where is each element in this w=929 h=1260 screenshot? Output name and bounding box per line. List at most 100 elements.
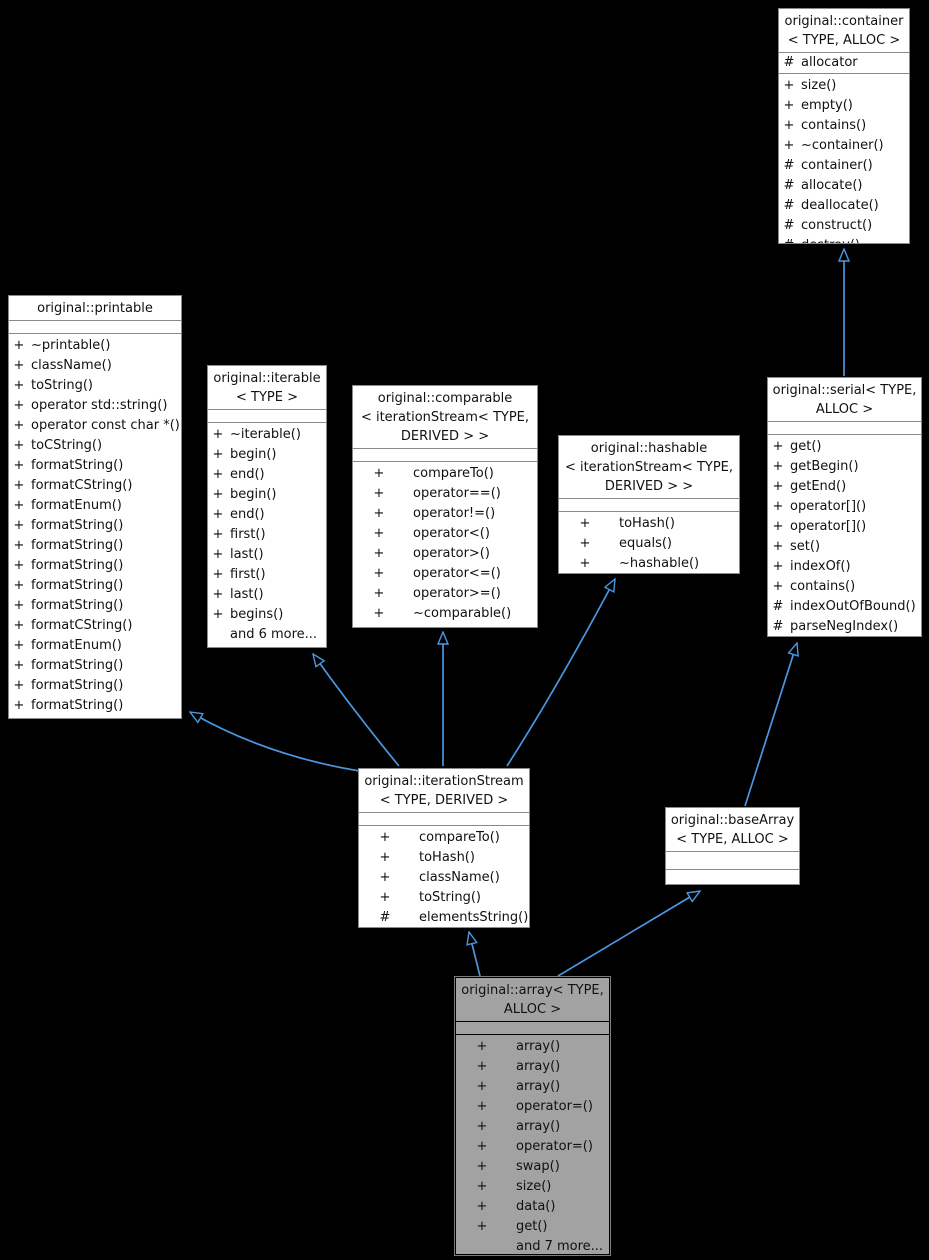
class-member: +operator<=()	[357, 564, 535, 584]
class-box-baseArray[interactable]: original::baseArray < TYPE, ALLOC >	[665, 807, 800, 885]
edge-iterationStream-to-hashable	[506, 579, 615, 767]
class-methods: +compareTo()+toHash()+className()+toStri…	[359, 826, 529, 927]
member-visibility: #	[783, 236, 795, 243]
edge-baseArray-to-serial	[744, 643, 797, 807]
member-visibility: +	[772, 579, 784, 594]
member-name: data()	[516, 1199, 556, 1214]
member-name: formatString()	[31, 538, 124, 553]
class-box-iterable[interactable]: original::iterable < TYPE > +~iterable()…	[207, 365, 327, 648]
member-visibility: +	[13, 378, 25, 393]
member-name: formatCString()	[31, 618, 133, 633]
member-visibility: +	[13, 498, 25, 513]
member-name: formatEnum()	[31, 638, 122, 653]
member-visibility: +	[772, 439, 784, 454]
member-visibility: +	[13, 458, 25, 473]
member-name: container()	[801, 158, 873, 173]
member-visibility: +	[783, 78, 795, 93]
class-member: +set()	[772, 537, 919, 557]
member-name: ~iterable()	[230, 427, 301, 442]
class-member: +end()	[212, 465, 324, 485]
member-visibility: #	[783, 198, 795, 213]
class-member: +operator!=()	[357, 504, 535, 524]
class-methods: +get()+getBegin()+getEnd()+operator[]()+…	[768, 435, 921, 636]
member-name: construct()	[801, 218, 873, 233]
member-visibility: +	[783, 138, 795, 153]
member-visibility: +	[379, 850, 391, 865]
member-visibility: +	[212, 487, 224, 502]
class-box-printable[interactable]: original::printable +~printable()+classN…	[8, 295, 182, 719]
member-visibility: +	[476, 1199, 488, 1214]
member-visibility: +	[579, 516, 591, 531]
member-visibility: +	[579, 536, 591, 551]
member-visibility: +	[13, 618, 25, 633]
member-visibility: +	[476, 1179, 488, 1194]
member-visibility: +	[212, 507, 224, 522]
member-name: ~printable()	[31, 338, 111, 353]
member-name: formatString()	[31, 458, 124, 473]
class-member: + formatCString()	[13, 616, 179, 636]
class-box-iterationStream[interactable]: original::iterationStream < TYPE, DERIVE…	[358, 768, 530, 928]
member-name: array()	[516, 1059, 561, 1074]
member-visibility: +	[476, 1219, 488, 1234]
member-name: contains()	[790, 579, 856, 594]
member-visibility: +	[13, 478, 25, 493]
member-name: operator=()	[516, 1099, 593, 1114]
class-member: +array()	[460, 1117, 607, 1137]
class-member: +operator<()	[357, 524, 535, 544]
class-member: and 7 more...	[460, 1237, 607, 1254]
class-title: original::comparable < iterationStream< …	[353, 386, 537, 449]
class-member: +toCString()	[13, 436, 179, 456]
class-attributes	[353, 449, 537, 462]
member-visibility: +	[783, 98, 795, 113]
member-visibility: +	[772, 559, 784, 574]
class-attributes: #allocator	[779, 53, 909, 74]
class-member: #parseNegIndex()	[772, 617, 919, 636]
member-visibility: +	[476, 1079, 488, 1094]
member-name: size()	[801, 78, 837, 93]
edge-iterationStream-to-iterable	[313, 654, 400, 767]
class-member: + compareTo()	[363, 828, 527, 848]
member-visibility: +	[13, 518, 25, 533]
member-name: array()	[516, 1079, 561, 1094]
member-visibility: +	[772, 519, 784, 534]
member-visibility: +	[379, 830, 391, 845]
member-visibility: +	[13, 398, 25, 413]
class-member: +empty()	[783, 96, 907, 116]
class-box-serial[interactable]: original::serial< TYPE, ALLOC > +get()+g…	[767, 377, 922, 637]
class-member: #allocate()	[783, 176, 907, 196]
member-visibility: +	[212, 567, 224, 582]
member-name: formatString()	[31, 518, 124, 533]
member-name: compareTo()	[419, 830, 500, 845]
member-name: indexOutOfBound()	[790, 599, 916, 614]
class-box-hashable[interactable]: original::hashable < iterationStream< TY…	[558, 435, 740, 574]
class-box-comparable[interactable]: original::comparable < iterationStream< …	[352, 385, 538, 628]
class-member: #indexOutOfBound()	[772, 597, 919, 617]
member-name: end()	[230, 507, 265, 522]
class-member: +first()	[212, 525, 324, 545]
member-name: operator>=()	[413, 586, 501, 601]
class-member: +operator=()	[460, 1137, 607, 1157]
member-name: formatString()	[31, 698, 124, 713]
class-member: + get()	[772, 437, 919, 457]
member-name: formatString()	[31, 578, 124, 593]
class-member: +formatString()	[13, 576, 179, 596]
member-name: get()	[790, 439, 822, 454]
class-member: +formatEnum()	[13, 636, 179, 656]
class-member: +operator>()	[357, 544, 535, 564]
member-name: equals()	[619, 536, 672, 551]
member-visibility: +	[476, 1159, 488, 1174]
member-name: last()	[230, 547, 264, 562]
class-member: +formatEnum()	[13, 496, 179, 516]
class-attributes	[9, 321, 181, 334]
member-name: operator==()	[413, 486, 501, 501]
class-member: +first()	[212, 565, 324, 585]
class-box-array[interactable]: original::array< TYPE, ALLOC > +array()+…	[454, 976, 611, 1256]
member-name: deallocate()	[801, 198, 879, 213]
class-member: +begins()	[212, 605, 324, 625]
class-member: +operator[]()	[772, 497, 919, 517]
member-visibility: +	[476, 1139, 488, 1154]
member-name: allocate()	[801, 178, 863, 193]
member-visibility: +	[476, 1059, 488, 1074]
class-methods	[666, 870, 799, 884]
class-box-container[interactable]: original::container < TYPE, ALLOC > #all…	[778, 8, 910, 244]
